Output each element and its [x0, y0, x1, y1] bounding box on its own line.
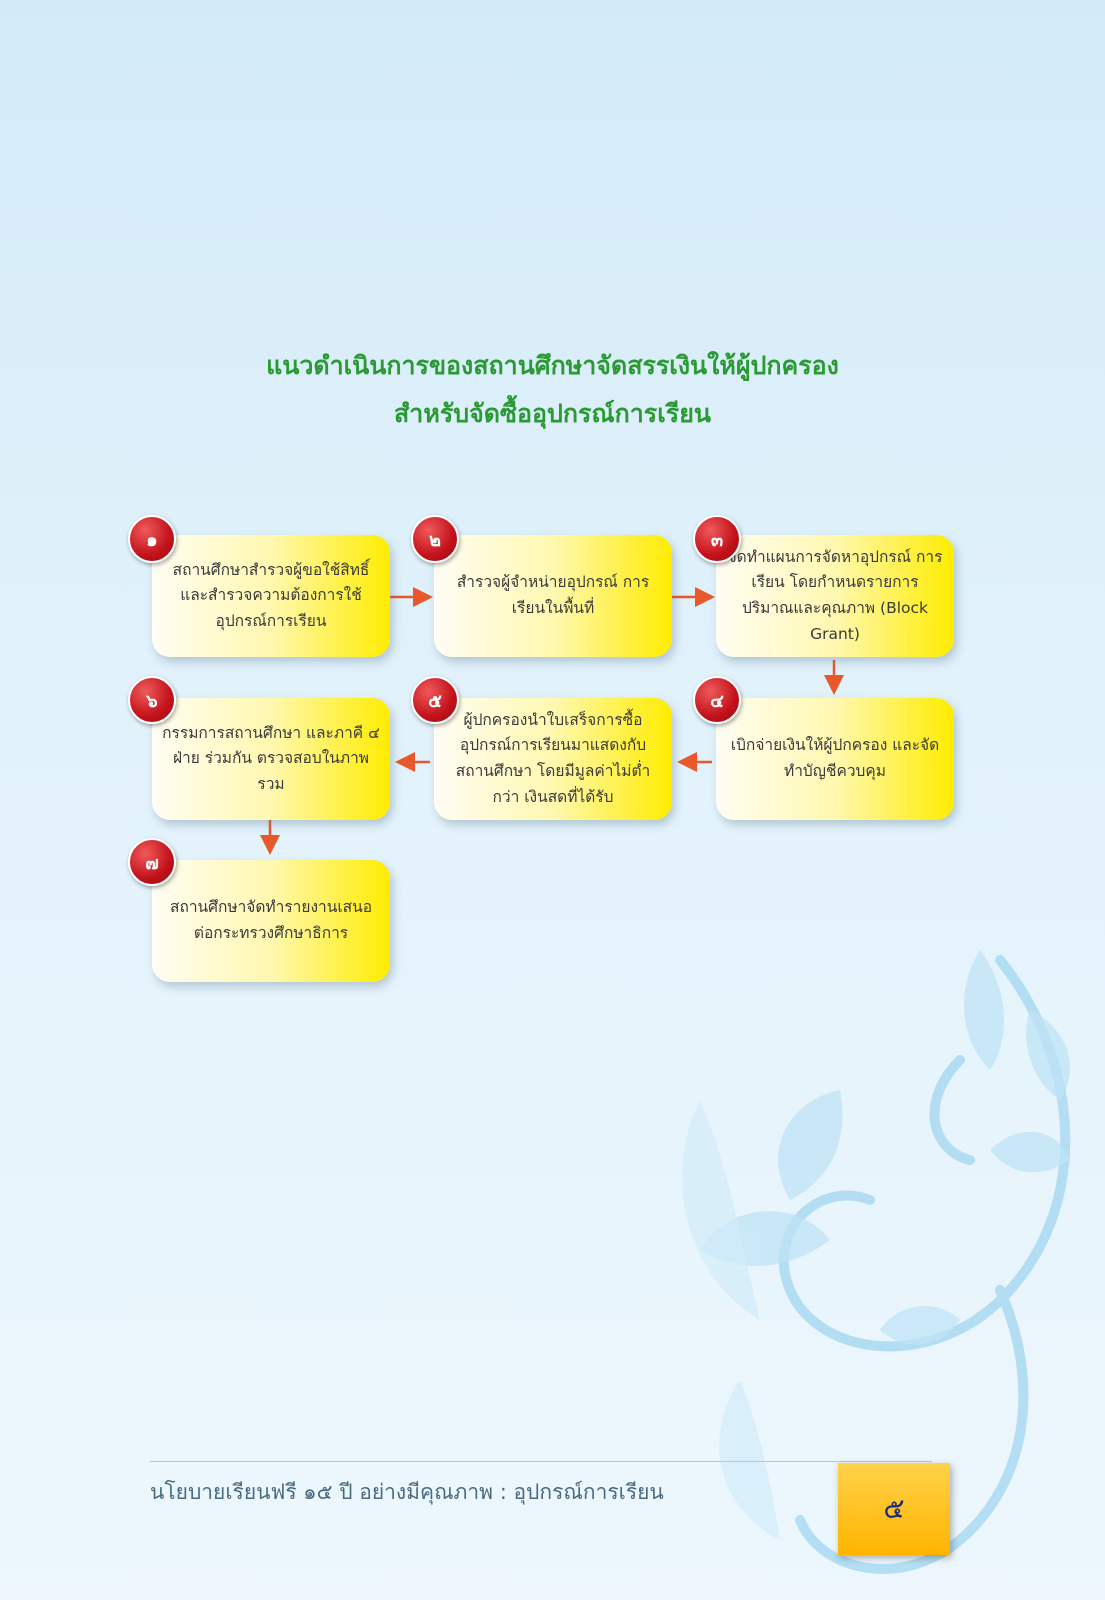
footer-divider — [150, 1461, 932, 1462]
step-text-6: กรรมการสถานศึกษา และภาคี ๔ ฝ่าย ร่วมกัน … — [162, 723, 380, 793]
page-number: ๕ — [838, 1463, 950, 1555]
step-badge-1: ๑ — [128, 515, 176, 563]
step-box-7: สถานศึกษาจัดทำรายงานเสนอ ต่อกระทรวงศึกษา… — [152, 860, 390, 982]
step-box-5: ผู้ปกครองนำใบเสร็จการซื้อ อุปกรณ์การเรีย… — [434, 698, 672, 820]
step-text-1: สถานศึกษาสำรวจผู้ขอใช้สิทธิ์ และสำรวจควา… — [172, 560, 370, 630]
step-badge-7: ๗ — [128, 838, 176, 886]
step-badge-3: ๓ — [693, 515, 741, 563]
step-box-2: สำรวจผู้จำหน่ายอุปกรณ์ การเรียนในพื้นที่ — [434, 535, 672, 657]
step-text-3: จัดทำแผนการจัดหาอุปกรณ์ การเรียน โดยกำหน… — [727, 547, 943, 643]
step-badge-4: ๔ — [693, 676, 741, 724]
step-text-7: สถานศึกษาจัดทำรายงานเสนอ ต่อกระทรวงศึกษา… — [170, 898, 372, 942]
step-text-4: เบิกจ่ายเงินให้ผู้ปกครอง และจัดทำบัญชีคว… — [730, 736, 940, 780]
page-title: แนวดำเนินการของสถานศึกษาจัดสรรเงินให้ผู้… — [266, 351, 839, 380]
step-badge-2: ๒ — [411, 515, 459, 563]
step-box-1: สถานศึกษาสำรวจผู้ขอใช้สิทธิ์ และสำรวจควา… — [152, 535, 390, 657]
step-box-3: จัดทำแผนการจัดหาอุปกรณ์ การเรียน โดยกำหน… — [716, 535, 954, 657]
step-box-4: เบิกจ่ายเงินให้ผู้ปกครอง และจัดทำบัญชีคว… — [716, 698, 954, 820]
step-badge-5: ๕ — [411, 676, 459, 724]
step-text-2: สำรวจผู้จำหน่ายอุปกรณ์ การเรียนในพื้นที่ — [456, 573, 650, 617]
page-number-label: ๕ — [883, 1492, 905, 1525]
step-badge-6: ๖ — [128, 676, 176, 724]
step-box-6: กรรมการสถานศึกษา และภาคี ๔ ฝ่าย ร่วมกัน … — [152, 698, 390, 820]
page-subtitle: สำหรับจัดซื้ออุปกรณ์การเรียน — [394, 399, 711, 428]
step-text-5: ผู้ปกครองนำใบเสร็จการซื้อ อุปกรณ์การเรีย… — [455, 710, 651, 806]
footer-text: นโยบายเรียนฟรี ๑๕ ปี อย่างมีคุณภาพ : อุป… — [150, 1480, 664, 1504]
